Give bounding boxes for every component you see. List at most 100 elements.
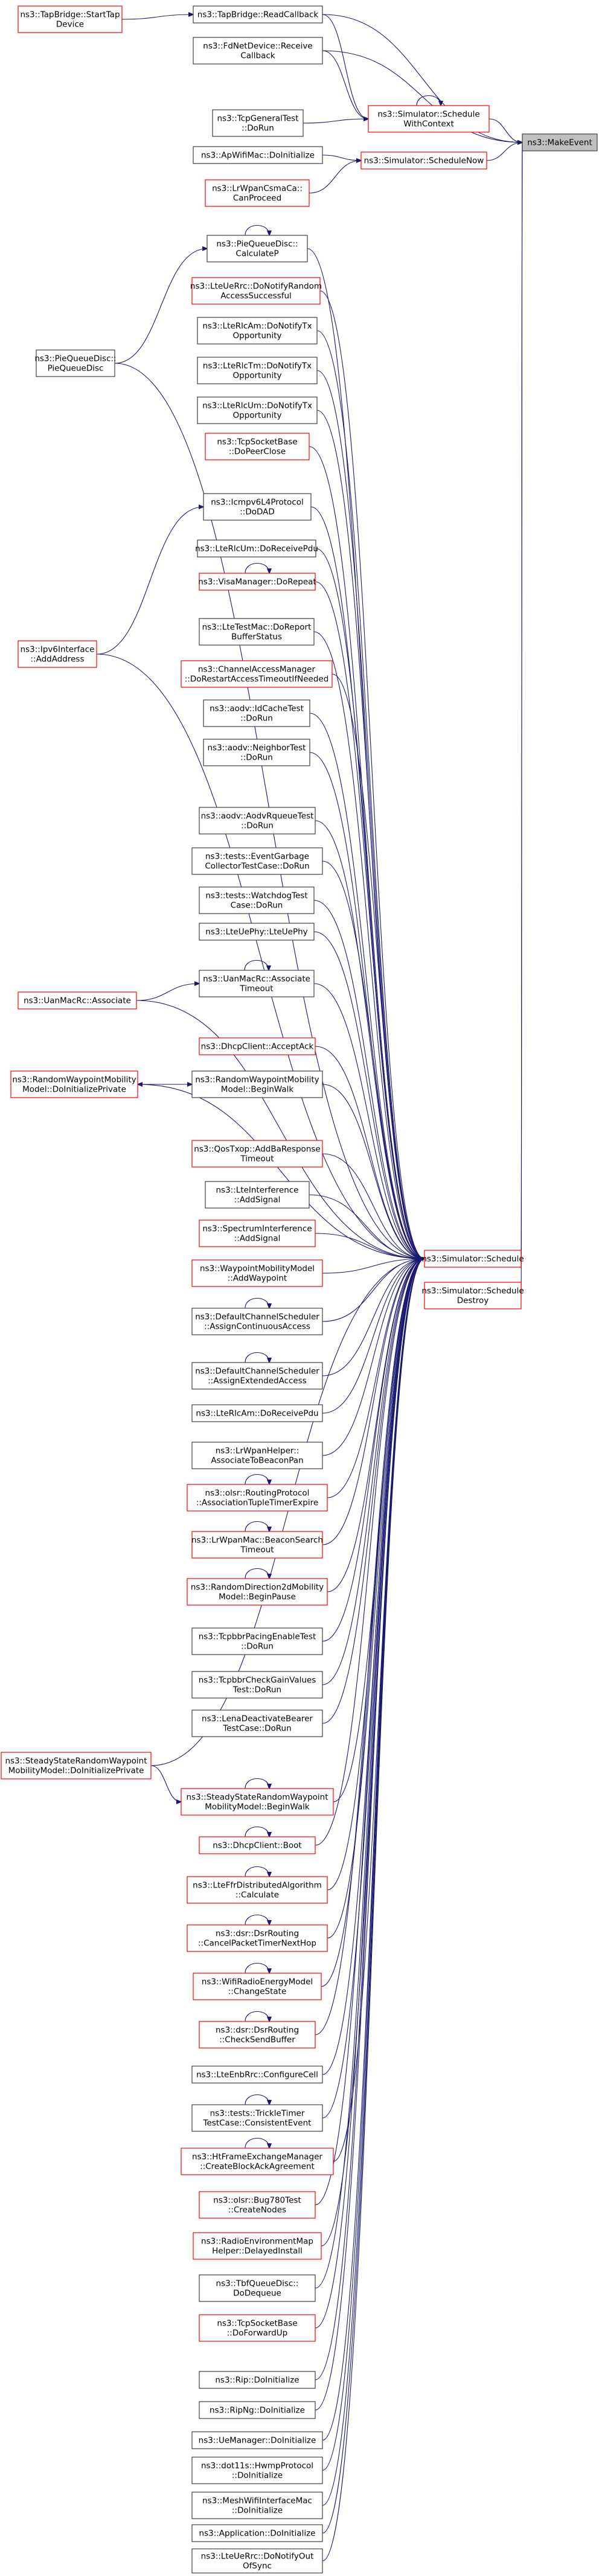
node-box [207,235,308,262]
graph-node-n64[interactable]: ns3::RipNg::DoInitialize [199,2401,316,2419]
graph-node-n11[interactable]: ns3::PieQueueDisc::CalculateP [207,235,308,262]
graph-edge-n33-n3 [322,1084,424,1259]
graph-node-n13[interactable]: ns3::LteUeRrc::DoNotifyRandomAccessSucce… [190,277,322,305]
graph-node-n62[interactable]: ns3::TcpSocketBase::DoForwardUp [199,2314,316,2342]
graph-node-n10[interactable]: ns3::LrWpanCsmaCa::CanProceed [205,179,310,207]
graph-node-n25[interactable]: ns3::aodv::NeighborTest::DoRun [203,739,310,766]
node-box [191,2524,323,2542]
graph-node-n29[interactable]: ns3::LteUePhy::LteUePhy [199,923,315,941]
graph-node-n58[interactable]: ns3::HtFrameExchangeManager::CreateBlock… [181,2148,334,2175]
node-label: ns3::UeManager::DoInitialize [199,2436,316,2446]
graph-node-n2[interactable]: ns3::Simulator::ScheduleNow [360,151,487,170]
graph-node-n34[interactable]: ns3::RandomWaypointMobilityModel::DoInit… [10,1070,138,1098]
graph-node-n19[interactable]: ns3::Ipv6Interface::AddAddress [18,640,97,668]
graph-node-n52[interactable]: ns3::LteFfrDistributedAlgorithm::Calcula… [187,1876,328,1904]
graph-node-n60[interactable]: ns3::RadioEnvironmentMapHelper::DelayedI… [193,2232,322,2260]
graph-node-n17[interactable]: ns3::TcpSocketBase::DoPeerClose [205,433,310,460]
graph-edge-n9-n2 [322,154,361,161]
graph-node-n24[interactable]: ns3::aodv::IdCacheTest::DoRun [203,699,310,727]
graph-edge-n7-n1 [322,50,368,119]
graph-node-n12[interactable]: ns3::PieQueueDisc::PieQueueDisc [34,349,117,377]
graph-node-n43[interactable]: ns3::olsr::RoutingProtocol::AssociationT… [187,1484,328,1512]
graph-node-n57[interactable]: ns3::tests::TrickleTimerTestCase::Consis… [191,2104,323,2132]
graph-node-n49[interactable]: ns3::SteadyStateRandomWaypointMobilityMo… [1,1752,152,1779]
graph-node-n56[interactable]: ns3::LteEnbRrc::ConfigureCell [191,2066,323,2084]
node-label: ns3::TcpSocketBase [217,437,297,447]
graph-node-n27[interactable]: ns3::tests::EventGarbageCollectorTestCas… [191,847,323,875]
graph-node-n23[interactable]: ns3::ChannelAccessManager::DoRestartAcce… [181,660,333,688]
graph-edge-n17-n3 [309,446,424,1259]
graph-node-n50[interactable]: ns3::SteadyStateRandomWaypointMobilityMo… [181,1788,334,1816]
graph-node-n3[interactable]: ns3::Simulator::Schedule [421,1250,524,1268]
node-label: ::DoInitialize [232,2506,283,2516]
node-box [191,277,321,305]
graph-node-n21[interactable]: ns3::VisaManager::DoRepeat [198,573,316,591]
graph-node-n54[interactable]: ns3::WifiRadioEnergyModel::ChangeState [193,1973,322,2000]
graph-edge-n45-n45 [245,1568,269,1579]
graph-node-n40[interactable]: ns3::DefaultChannelScheduler::AssignExte… [191,1362,323,1390]
graph-edge-n24-n3 [309,713,424,1259]
node-label: MobilityModel::DoInitializePrivate [8,1766,144,1776]
node-label: ns3::DefaultChannelScheduler [195,1367,319,1376]
graph-edge-n64-n3 [315,1259,424,2411]
graph-node-n39[interactable]: ns3::DefaultChannelScheduler::AssignCont… [191,1308,323,1335]
graph-edge-n62-n3 [315,1259,424,2329]
node-label: ns3::WaypointMobilityModel [200,1264,315,1274]
graph-node-n9[interactable]: ns3::ApWifiMac::DoInitialize [193,146,323,164]
node-box [199,886,315,914]
graph-node-n67[interactable]: ns3::MeshWifiInterfaceMac::DoInitialize [191,2492,323,2519]
graph-node-n53[interactable]: ns3::dsr::DsrRouting::CancelPacketTimerN… [187,1924,328,1952]
graph-node-n46[interactable]: ns3::TcpbbrPacingEnableTest::DoRun [191,1627,323,1655]
graph-node-n5[interactable]: ns3::TapBridge::ReadCallback [193,5,323,24]
graph-node-n26[interactable]: ns3::aodv::AodvRqueueTest::DoRun [199,807,316,835]
graph-node-n0[interactable]: ns3::MakeEvent [522,133,598,151]
node-label: ns3::DhcpClient::Boot [213,1841,301,1851]
graph-node-n31[interactable]: ns3::UanMacRc::Associate [18,991,137,1010]
graph-edge-n1-n0 [488,118,522,142]
graph-node-n65[interactable]: ns3::UeManager::DoInitialize [191,2431,323,2449]
node-label: CanProceed [233,194,281,203]
graph-node-n42[interactable]: ns3::LrWpanHelper::AssociateToBeaconPan [191,1442,323,1469]
node-label: Timeout [240,1154,274,1164]
graph-node-n45[interactable]: ns3::RandomDirection2dMobilityModel::Beg… [187,1578,328,1606]
graph-node-n32[interactable]: ns3::DhcpClient::AcceptAck [199,1037,316,1055]
graph-edge-n57-n3 [322,1259,424,2119]
graph-node-n38[interactable]: ns3::WaypointMobilityModel::AddWaypoint [191,1259,323,1287]
graph-node-n36[interactable]: ns3::LteInterference::AddSignal [205,1181,310,1209]
graph-node-n41[interactable]: ns3::LteRlcAm::DoReceivePdu [191,1404,323,1422]
node-box [187,1924,328,1952]
graph-node-n59[interactable]: ns3::olsr::Bug780Test::CreateNodes [199,2191,316,2219]
graph-node-n18[interactable]: ns3::Icmpv6L4Protocol::DoDAD [203,493,312,521]
graph-node-n66[interactable]: ns3::dot11s::HwmpProtocol::DoInitialize [191,2457,323,2484]
graph-node-n33[interactable]: ns3::RandomWaypointMobilityModel::BeginW… [191,1070,323,1098]
graph-node-n51[interactable]: ns3::DhcpClient::Boot [199,1836,316,1854]
node-box [424,1282,522,1309]
graph-node-n8[interactable]: ns3::TcpGeneralTest::DoRun [212,109,304,137]
node-box [187,1876,328,1904]
graph-node-n61[interactable]: ns3::TbfQueueDisc::DoDequeue [199,2274,316,2302]
graph-node-n20[interactable]: ns3::LteRlcUm::DoReceivePdu [195,539,318,558]
graph-node-n68[interactable]: ns3::Application::DoInitialize [191,2524,323,2542]
graph-edge-n69-n3 [322,1259,424,2562]
graph-node-n63[interactable]: ns3::Rip::DoInitialize [199,2371,316,2389]
graph-node-n55[interactable]: ns3::dsr::DsrRouting::CheckSendBuffer [199,2021,316,2049]
graph-edge-n31-n30 [136,984,199,1001]
graph-node-n37[interactable]: ns3::SpectrumInterference::AddSignal [199,1220,316,1247]
graph-edge-n67-n3 [322,1259,424,2506]
graph-edge-n53-n3 [327,1259,424,1939]
